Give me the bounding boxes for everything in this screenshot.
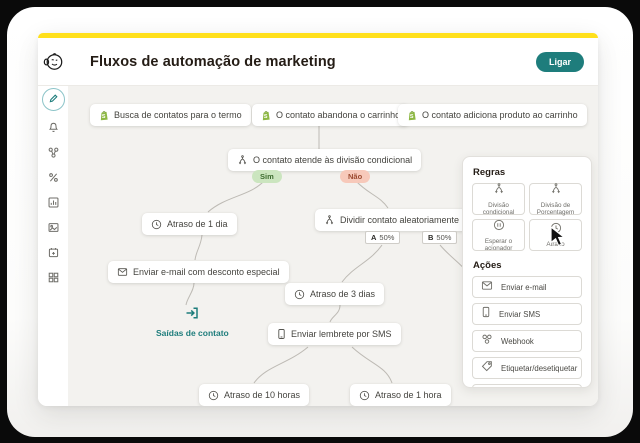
mouse-cursor	[550, 226, 566, 247]
app-header: Fluxos de automação de marketing Ligar	[38, 38, 598, 86]
bell-icon	[47, 121, 60, 139]
delay-1-day-node[interactable]: Atraso de 1 dia	[142, 213, 237, 235]
action-card-send-sms[interactable]: Enviar SMS	[472, 303, 582, 325]
delay-1-hour-node[interactable]: Atraso de 1 hora	[350, 384, 451, 406]
sidebar-item-automations[interactable]	[41, 143, 65, 167]
flow-canvas[interactable]: S Busca de contatos para o termo S O con…	[68, 86, 598, 406]
random-split-node[interactable]: Dividir contato aleatoriamente por	[315, 209, 483, 231]
pause-icon	[493, 218, 505, 236]
trigger-node-search-term[interactable]: S Busca de contatos para o termo	[90, 104, 251, 126]
node-label: O contato adiciona produto ao carrinho	[422, 110, 578, 120]
action-card-send-email[interactable]: Enviar e-mail	[472, 276, 582, 298]
branch-icon	[550, 182, 562, 200]
rules-title: Regras	[473, 167, 506, 178]
percent-split-icon	[47, 171, 60, 189]
automation-nodes-icon	[47, 146, 60, 164]
node-label: Enviar e-mail com desconto especial	[133, 267, 280, 277]
action-card-tag-untag[interactable]: Etiquetar/desetiquetar	[472, 357, 582, 379]
chart-icon	[47, 196, 60, 214]
shopify-bag-icon: S	[99, 110, 109, 121]
sidebar-item-edit[interactable]	[41, 88, 65, 111]
node-label: Atraso de 3 dias	[310, 289, 376, 299]
shopify-bag-icon: S	[407, 110, 417, 121]
action-card-webhook[interactable]: Webhook	[472, 330, 582, 352]
rule-card-wait-trigger[interactable]: Esperar o acionador	[472, 218, 525, 252]
sidebar-item-calendar[interactable]	[41, 243, 65, 267]
clock-icon	[151, 219, 162, 230]
action-card-group-ungroup[interactable]: Agrupar/desagrupar	[472, 384, 582, 387]
delay-10-hours-node[interactable]: Atraso de 10 horas	[199, 384, 310, 406]
node-label: Atraso de 1 dia	[167, 219, 228, 229]
trigger-node-adds-product[interactable]: S O contato adiciona produto ao carrinho	[398, 104, 587, 126]
webhook-icon	[481, 332, 493, 350]
svg-text:S: S	[264, 114, 268, 120]
branch-icon	[237, 154, 248, 166]
sidebar-item-apps[interactable]	[41, 268, 65, 292]
mailchimp-logo-icon	[42, 51, 64, 73]
svg-text:S: S	[410, 114, 414, 120]
send-sms-node[interactable]: Enviar lembrete por SMS	[268, 323, 401, 345]
node-label: O contato atende às divisão condicional	[253, 155, 413, 165]
node-label: Enviar lembrete por SMS	[291, 329, 392, 339]
actions-title: Ações	[473, 260, 502, 271]
phone-icon	[277, 328, 286, 340]
exit-label: Saídas de contato	[156, 328, 229, 338]
device-card: Fluxos de automação de marketing Ligar	[7, 7, 633, 437]
node-label: Dividir contato aleatoriamente por	[340, 215, 475, 225]
calendar-add-icon	[47, 246, 60, 264]
sidebar-item-split[interactable]	[41, 168, 65, 192]
rule-card-conditional-split[interactable]: Divisão condicional	[472, 182, 525, 216]
envelope-icon	[117, 267, 128, 277]
image-icon	[47, 221, 60, 239]
envelope-icon	[481, 278, 493, 296]
clock-icon	[294, 289, 305, 300]
condition-node[interactable]: O contato atende às divisão condicional	[228, 149, 422, 171]
app-window: Fluxos de automação de marketing Ligar	[38, 33, 598, 406]
contact-exit[interactable]: Saídas de contato	[156, 306, 229, 338]
phone-icon	[481, 305, 491, 323]
send-email-node[interactable]: Enviar e-mail com desconto especial	[108, 261, 289, 283]
branch-yes-pill: Sim	[252, 170, 282, 183]
tag-icon	[481, 359, 493, 377]
exit-icon	[185, 306, 199, 325]
pencil-edit-icon	[48, 91, 59, 109]
node-label: Busca de contatos para o termo	[114, 110, 242, 120]
branch-icon	[324, 214, 335, 226]
clock-icon	[359, 390, 370, 401]
rule-card-percentage-split[interactable]: Divisão de Porcentagem	[529, 182, 582, 216]
shopify-bag-icon: S	[261, 110, 271, 121]
sidebar-item-analytics[interactable]	[41, 193, 65, 217]
node-label: Atraso de 10 horas	[224, 390, 301, 400]
node-label: O contato abandona o carrinho	[276, 110, 401, 120]
clock-icon	[208, 390, 219, 401]
connect-button[interactable]: Ligar	[535, 52, 584, 72]
tools-panel: Regras Divisão condicional	[462, 156, 592, 388]
node-label: Atraso de 1 hora	[375, 390, 442, 400]
delay-3-days-node[interactable]: Atraso de 3 dias	[285, 283, 385, 305]
svg-text:S: S	[102, 114, 106, 120]
trigger-node-abandons-cart[interactable]: S O contato abandona o carrinho	[252, 104, 410, 126]
sidebar-item-content[interactable]	[41, 218, 65, 242]
branch-no-pill: Não	[340, 170, 371, 183]
sidebar-item-notifications[interactable]	[41, 118, 65, 142]
branch-icon	[493, 182, 505, 200]
group-icon	[481, 386, 493, 387]
grid-apps-icon	[47, 271, 60, 289]
page-title: Fluxos de automação de marketing	[90, 53, 336, 70]
sidebar	[38, 86, 68, 406]
brand-accent-bar	[38, 33, 598, 38]
